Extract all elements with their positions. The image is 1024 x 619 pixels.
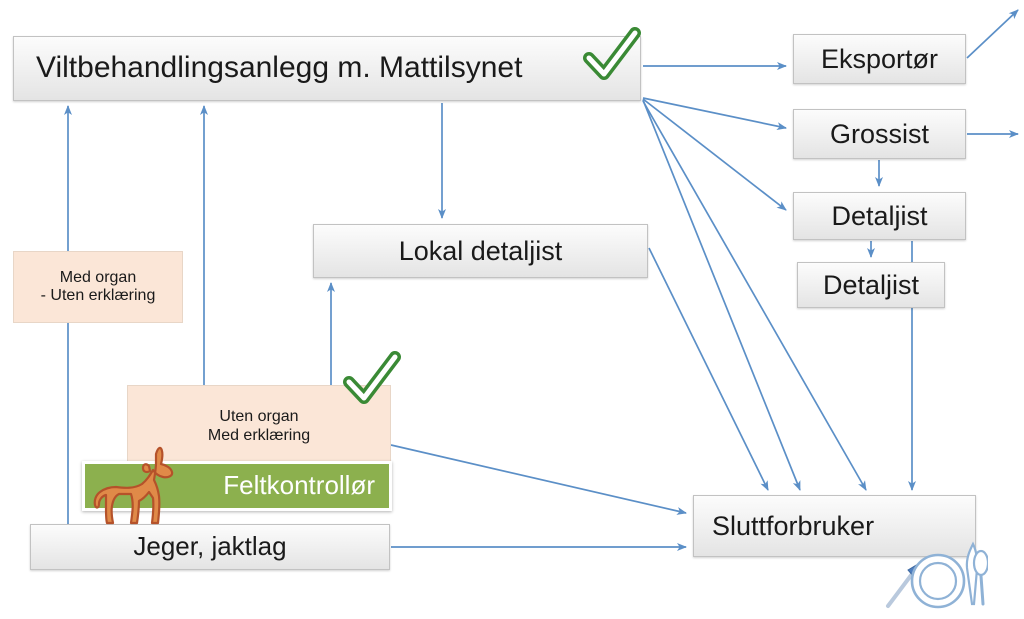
plate-cutlery-icon <box>886 541 988 609</box>
knife-icon <box>965 541 979 606</box>
node-eksportor[interactable]: Eksportør <box>793 34 966 84</box>
deer-icon <box>93 446 174 525</box>
node-grossist[interactable]: Grossist <box>793 109 966 159</box>
edge-anlegg-sluttforbruker-a <box>642 99 801 491</box>
edge-eksportor-offpage <box>966 9 1019 59</box>
node-feltkontrollor[interactable]: Feltkontrollør <box>82 461 392 511</box>
green-checkmark-icon <box>343 351 401 404</box>
spoon-icon <box>972 549 988 606</box>
node-detaljist-2[interactable]: Detaljist <box>797 262 945 308</box>
node-viltbehandlingsanlegg[interactable]: Viltbehandlingsanlegg m. Mattilsynet <box>13 36 641 101</box>
plate-icon <box>910 553 966 609</box>
edge-anlegg-detaljist1 <box>642 98 787 211</box>
node-med-organ-uten-erklaering[interactable]: Med organ - Uten erklæring <box>13 251 183 323</box>
edge-anlegg-grossist <box>642 97 787 131</box>
node-lokal-detaljist[interactable]: Lokal detaljist <box>313 224 648 278</box>
edge-utenorgan-sluttforbruker <box>390 444 687 515</box>
green-checkmark-icon <box>583 27 641 80</box>
node-jeger-jaktlag[interactable]: Jeger, jaktlag <box>30 524 390 570</box>
edge-lokaldetaljist-sluttforbruker <box>648 247 769 491</box>
node-detaljist-1[interactable]: Detaljist <box>793 192 966 240</box>
node-sluttforbruker[interactable]: Sluttforbruker <box>693 495 976 557</box>
node-uten-organ-med-erklaering[interactable]: Uten organ Med erklæring <box>127 385 391 468</box>
